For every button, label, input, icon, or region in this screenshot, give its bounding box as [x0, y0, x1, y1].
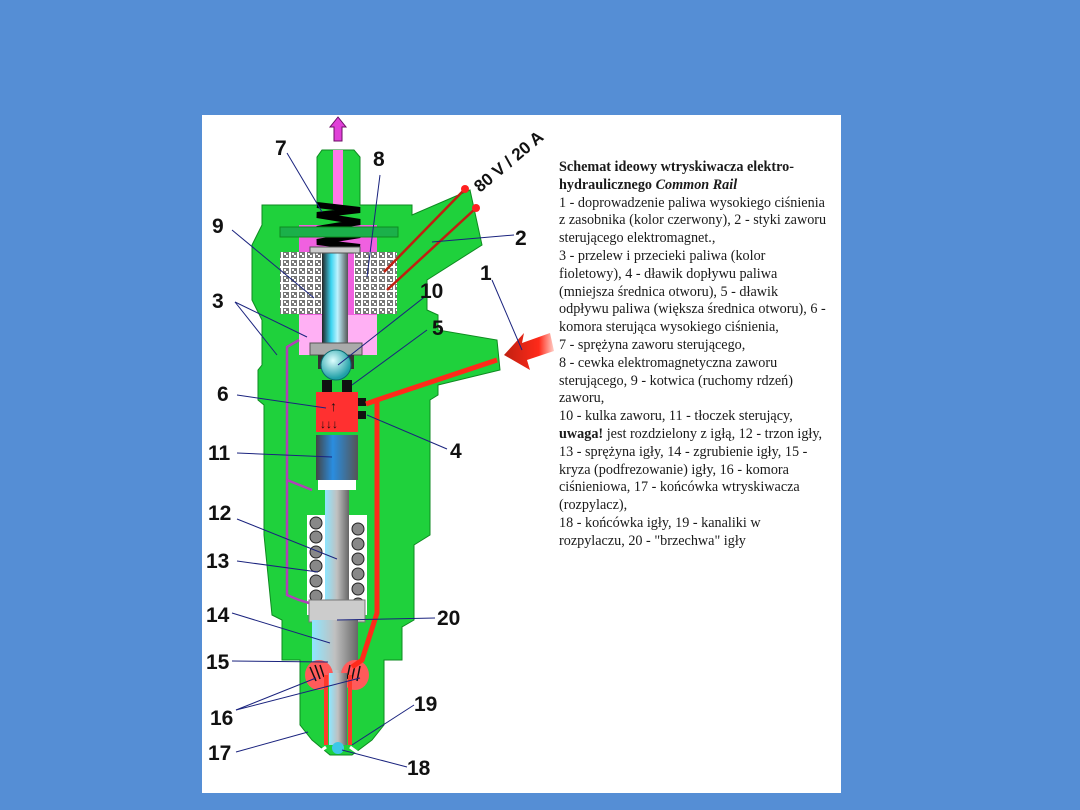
label-8: 8 — [373, 148, 385, 171]
label-17: 17 — [208, 742, 231, 765]
control-chamber — [316, 392, 358, 432]
fuel-inlet-arrow-icon — [504, 333, 554, 370]
needle-fletching — [308, 599, 366, 623]
label-9: 9 — [212, 215, 224, 238]
label-3: 3 — [212, 290, 224, 313]
label-5: 5 — [432, 317, 444, 340]
label-1: 1 — [480, 262, 492, 285]
label-15: 15 — [206, 651, 230, 674]
control-piston — [316, 435, 358, 480]
leader-lines — [231, 152, 523, 768]
label-19: 19 — [414, 693, 437, 716]
label-10: 10 — [420, 280, 443, 303]
svg-text:↓↓↓: ↓↓↓ — [320, 417, 338, 431]
coil-right — [354, 252, 397, 314]
label-14: 14 — [206, 604, 230, 627]
legend-line-4: 8 - cewka elektromagnetyczna zaworu ster… — [559, 354, 793, 407]
valve-spring — [316, 202, 361, 250]
high-pressure-line — [350, 357, 498, 670]
warning-text: uwaga! — [559, 425, 604, 442]
return-arrow-icon — [328, 116, 348, 142]
legend-title: Schemat ideowy wtryskiwacza elektro-hydr… — [559, 159, 794, 193]
legend-line-1: 1 - doprowadzenie paliwa wysokiego ciśni… — [559, 194, 827, 247]
voltage-label: 80 V / 20 A — [470, 127, 547, 196]
return-channel-top — [333, 150, 343, 205]
label-12: 12 — [208, 502, 231, 525]
valve-ball — [320, 349, 352, 381]
legend-line-6: 18 - końcówka igły, 19 - kanaliki w rozp… — [559, 514, 761, 549]
label-2: 2 — [515, 227, 527, 250]
label-16: 16 — [210, 707, 233, 730]
legend-text: Schemat ideowy wtryskiwacza elektro-hydr… — [559, 159, 829, 551]
solenoid-contacts — [383, 189, 476, 291]
label-4: 4 — [450, 440, 462, 463]
legend-line-3: 7 - sprężyna zaworu sterującego, — [559, 336, 746, 353]
legend-line-2: 3 - przelew i przecieki paliwa (kolor fi… — [559, 247, 826, 336]
label-11: 11 — [208, 442, 231, 465]
label-6: 6 — [217, 383, 229, 406]
legend-line-5: 10 - kulka zaworu, 11 - tłoczek sterując… — [559, 408, 823, 514]
leak-return-line — [285, 338, 313, 605]
armature-rod — [322, 250, 348, 350]
inlet-throttle — [358, 398, 366, 406]
label-20: 20 — [437, 607, 460, 630]
label-13: 13 — [206, 550, 229, 573]
coil-left — [280, 252, 323, 314]
label-18: 18 — [407, 757, 431, 780]
slide-card: ↑ ↓↓↓ — [202, 115, 841, 793]
label-7: 7 — [275, 137, 287, 160]
injector-diagram: ↑ ↓↓↓ — [206, 116, 554, 780]
svg-text:↑: ↑ — [330, 398, 337, 414]
needle-tip — [332, 742, 344, 754]
